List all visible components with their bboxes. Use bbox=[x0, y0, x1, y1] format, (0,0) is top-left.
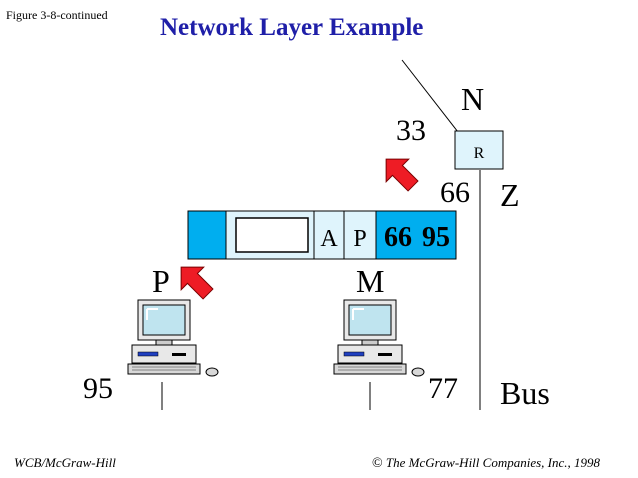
address-95: 95 bbox=[83, 372, 113, 405]
computer-m-icon bbox=[333, 299, 425, 377]
label-bus: Bus bbox=[500, 375, 550, 411]
label-n: N bbox=[461, 81, 484, 117]
copyright-symbol: © bbox=[372, 456, 383, 471]
packet: A P 66 95 bbox=[187, 210, 457, 260]
arrow-to-packet bbox=[385, 158, 419, 192]
address-77: 77 bbox=[428, 372, 458, 405]
footer-copyright: © The McGraw-Hill Companies, Inc., 1998 bbox=[372, 455, 600, 472]
link-line-to-n bbox=[401, 59, 459, 133]
packet-src-data: P bbox=[353, 226, 366, 252]
footer-publisher: WCB/McGraw-Hill bbox=[14, 455, 116, 470]
label-m: M bbox=[356, 263, 384, 299]
packet-dest-data: A bbox=[320, 226, 338, 252]
router-label: R bbox=[474, 145, 485, 162]
arrow-to-p bbox=[180, 266, 214, 300]
label-p: P bbox=[152, 263, 170, 299]
packet-src-addr: 66 bbox=[384, 222, 412, 253]
packet-data-window bbox=[235, 217, 309, 253]
address-66: 66 bbox=[440, 176, 470, 209]
router-box bbox=[454, 130, 504, 170]
packet-dest-addr: 95 bbox=[422, 222, 450, 253]
slide-title: Network Layer Example bbox=[160, 14, 424, 41]
figure-label: Figure 3-8-continued bbox=[6, 8, 108, 22]
copyright-text: The McGraw-Hill Companies, Inc., 1998 bbox=[385, 455, 601, 470]
packet-src-data-cell bbox=[343, 210, 377, 260]
packet-dest-data-cell bbox=[313, 210, 345, 260]
computer-p-icon bbox=[127, 299, 219, 377]
address-33: 33 bbox=[396, 114, 426, 147]
label-z: Z bbox=[500, 177, 520, 213]
